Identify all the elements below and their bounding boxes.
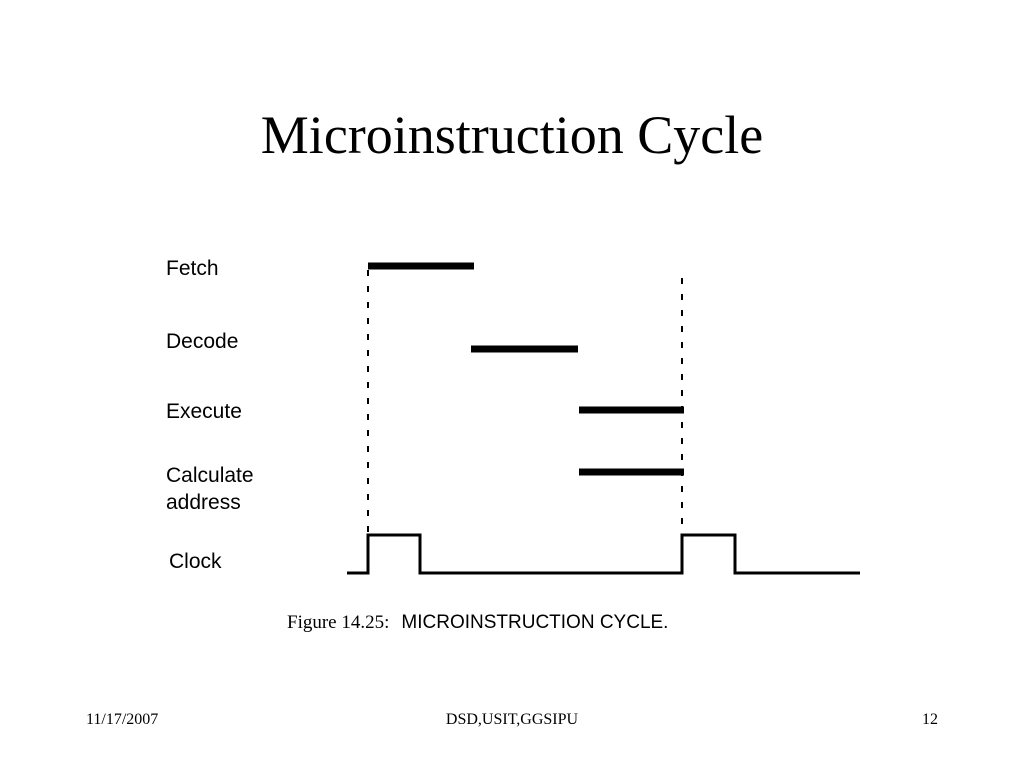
clock-waveform xyxy=(347,533,860,575)
decode-label: Decode xyxy=(166,330,238,353)
footer-organization: DSD,USIT,GGSIPU xyxy=(445,711,579,728)
figure-caption-title: MICROINSTRUCTION CYCLE. xyxy=(401,612,668,633)
calculate-address-label-line2: address xyxy=(166,491,241,514)
clock-label: Clock xyxy=(169,550,222,573)
fetch-label: Fetch xyxy=(166,257,219,280)
slide-title: Microinstruction Cycle xyxy=(260,105,764,165)
footer-page-number: 12 xyxy=(922,711,938,728)
figure-caption: Figure 14.25: MICROINSTRUCTION CYCLE. xyxy=(287,612,668,633)
calculate-address-label-line1: Calculate xyxy=(166,464,254,487)
execute-label: Execute xyxy=(166,400,242,423)
footer-date: 11/17/2007 xyxy=(86,711,159,728)
figure-caption-prefix: Figure 14.25: xyxy=(287,612,389,633)
